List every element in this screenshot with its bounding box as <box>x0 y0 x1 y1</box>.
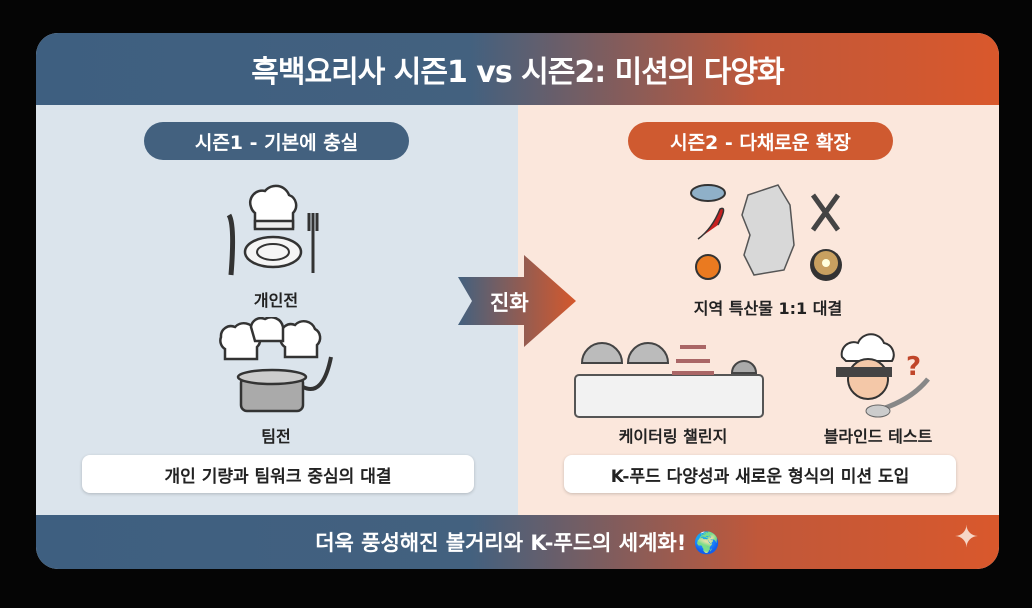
blindfolded-chef-icon: ? <box>836 333 930 418</box>
season1-item-label: 팀전 <box>261 427 291 446</box>
season1-heading: 시즌1 - 기본에 충실 <box>144 122 409 160</box>
evolution-label: 진화 <box>490 291 529 315</box>
footer-banner: 더욱 풍성해진 볼거리와 K-푸드의 세계화! 🌍 <box>36 515 999 569</box>
title: 흑백요리사 시즌1 vs 시즌2: 미션의 다양화 <box>251 55 784 90</box>
season2-item-label: 케이터링 챌린지 <box>618 427 728 446</box>
footer-text: 더욱 풍성해진 볼거리와 K-푸드의 세계화! 🌍 <box>315 531 720 555</box>
season2-heading: 시즌2 - 다채로운 확장 <box>628 122 893 160</box>
chef-hats-pot-icon <box>219 317 333 413</box>
title-banner: 흑백요리사 시즌1 vs 시즌2: 미션의 다양화 <box>36 33 999 105</box>
infographic: 흑백요리사 시즌1 vs 시즌2: 미션의 다양화 시즌1 - 기본에 충실 개… <box>36 33 999 569</box>
chef-hat-plate-icon <box>226 184 319 276</box>
catering-buffet-icon <box>574 342 764 418</box>
sparkle-icon: ✦ <box>953 520 979 555</box>
season2-item-label: 블라인드 테스트 <box>823 427 933 446</box>
season1-summary: 개인 기량과 팀워크 중심의 대결 <box>82 455 474 493</box>
korea-map-ingredients-icon <box>690 184 842 281</box>
season2-panel: 시즌2 - 다채로운 확장 지역 특산물 1:1 대결 케이터링 챌린지 ? 블 <box>518 105 999 515</box>
svg-text:?: ? <box>906 352 921 382</box>
arrow-right-icon <box>458 255 576 347</box>
season1-item-label: 개인전 <box>253 291 299 310</box>
season1-panel: 시즌1 - 기본에 충실 개인전 팀전 개인 기량과 팀워크 중심의 대결 <box>36 105 518 515</box>
season2-item-label: 지역 특산물 1:1 대결 <box>693 299 843 318</box>
season2-summary: K-푸드 다양성과 새로운 형식의 미션 도입 <box>564 455 956 493</box>
evolution-arrow: 진화 <box>458 255 578 347</box>
